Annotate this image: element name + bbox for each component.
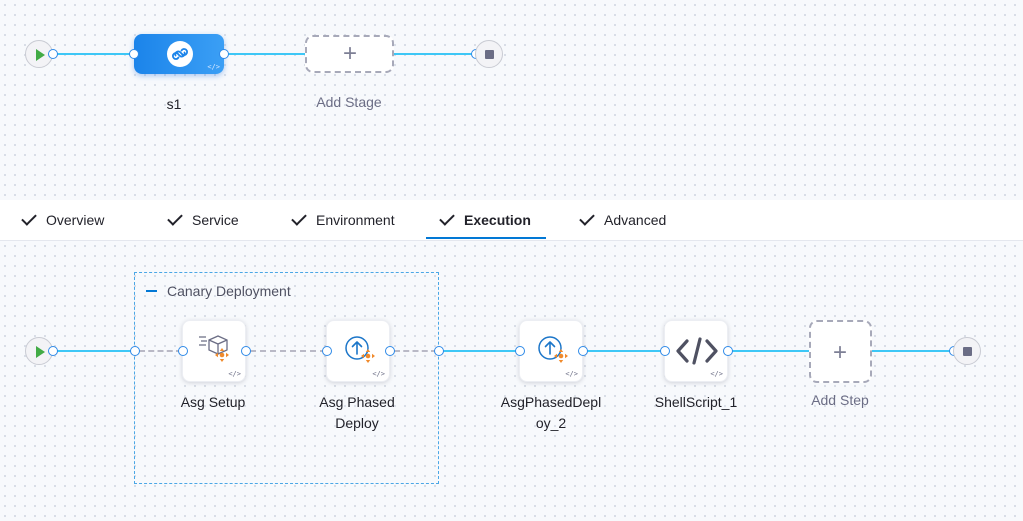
stage-name-label: s1 [166, 96, 182, 112]
connector-port[interactable] [578, 346, 588, 356]
add-step-button[interactable]: + [809, 320, 872, 383]
tab-environment[interactable]: Environment [291, 200, 395, 240]
check-icon [167, 210, 183, 226]
tab-overview[interactable]: Overview [21, 200, 105, 240]
group-connector [139, 350, 182, 352]
asg-phased-deploy-icon [343, 335, 379, 372]
step-label-line: Asg Setup [180, 394, 246, 410]
tab-execution[interactable]: Execution [439, 200, 531, 240]
code-icon [676, 337, 718, 370]
check-icon [21, 210, 37, 226]
code-badge-icon: </> [228, 370, 241, 378]
connector-port[interactable] [241, 346, 251, 356]
stage-connector [393, 53, 475, 55]
check-icon [439, 210, 455, 226]
connector-port[interactable] [385, 346, 395, 356]
step-connector [439, 350, 520, 352]
tab-service[interactable]: Service [167, 200, 239, 240]
code-badge-icon: </> [372, 370, 385, 378]
step-label: Asg Phased Deploy [302, 392, 412, 434]
execution-canvas: Canary Deployment </> Asg Setup [0, 241, 1023, 521]
step-node-asg-phased-deploy[interactable]: </> [326, 320, 390, 382]
step-node-asg-setup[interactable]: </> [182, 320, 246, 382]
step-label: Asg Setup [158, 392, 268, 413]
stage-node-s1[interactable]: </> [134, 34, 224, 74]
step-label-line: oy_2 [535, 415, 567, 431]
tab-label: Overview [46, 212, 105, 228]
tab-label: Execution [464, 212, 531, 228]
play-icon [36, 346, 45, 358]
step-label-line: Asg Phased [319, 394, 395, 410]
collapse-minus-icon[interactable] [146, 290, 157, 292]
tab-label: Environment [316, 212, 395, 228]
execution-end-node [953, 337, 981, 365]
step-label-line: AsgPhasedDepl [500, 394, 602, 410]
connector-port[interactable] [219, 49, 229, 59]
step-connector [871, 350, 953, 352]
connector-port[interactable] [48, 346, 58, 356]
step-label: AsgPhasedDepl oy_2 [496, 392, 606, 434]
connector-port[interactable] [48, 49, 58, 59]
connector-port[interactable] [130, 346, 140, 356]
plus-icon: + [833, 339, 848, 366]
stage-connector [52, 53, 134, 55]
active-tab-indicator [426, 237, 546, 239]
group-connector [250, 350, 326, 352]
plus-icon: + [343, 40, 358, 67]
add-step-label: Add Step [811, 392, 869, 408]
stage-tabs: Overview Service Environment Execution A… [0, 200, 1023, 241]
step-label-line: ShellScript_1 [654, 394, 738, 410]
step-group-title: Canary Deployment [167, 283, 291, 299]
add-stage-button[interactable]: + [305, 35, 394, 73]
tab-advanced[interactable]: Advanced [579, 200, 667, 240]
step-connector [583, 350, 664, 352]
deployment-stage-icon [167, 41, 193, 67]
connector-port[interactable] [129, 49, 139, 59]
pipeline-stage-canvas: </> s1 + Add Stage [0, 0, 1023, 200]
step-label-line: Deploy [335, 415, 379, 431]
stage-connector [224, 53, 305, 55]
stop-icon [963, 347, 972, 356]
pipeline-end-node [475, 40, 503, 68]
check-icon [579, 210, 595, 226]
code-badge-icon: </> [207, 63, 220, 71]
connector-port[interactable] [723, 346, 733, 356]
step-connector [52, 350, 134, 352]
tab-label: Advanced [604, 212, 667, 228]
connector-port[interactable] [322, 346, 332, 356]
connector-port[interactable] [178, 346, 188, 356]
connector-port[interactable] [515, 346, 525, 356]
stop-icon [485, 50, 494, 59]
tab-label: Service [192, 212, 239, 228]
connector-port[interactable] [434, 346, 444, 356]
step-label: ShellScript_1 [641, 392, 751, 413]
asg-setup-icon [197, 334, 233, 371]
group-connector [394, 350, 437, 352]
connector-port[interactable] [660, 346, 670, 356]
play-icon [36, 49, 45, 61]
step-node-asg-phased-deploy-2[interactable]: </> [519, 320, 583, 382]
step-group-canary-deployment[interactable] [134, 272, 439, 484]
check-icon [291, 210, 307, 226]
add-stage-label: Add Stage [316, 94, 382, 110]
asg-phased-deploy-icon [536, 335, 572, 372]
step-node-shellscript-1[interactable]: </> [664, 320, 728, 382]
step-connector [727, 350, 809, 352]
code-badge-icon: </> [565, 370, 578, 378]
code-badge-icon: </> [710, 370, 723, 378]
